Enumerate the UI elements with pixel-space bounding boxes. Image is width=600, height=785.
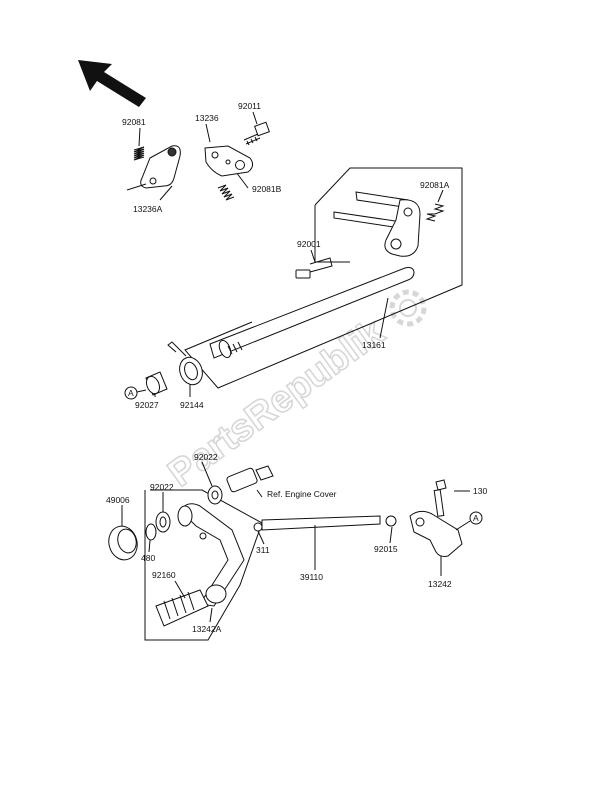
label-92160: 92160 [152, 570, 176, 580]
label-92081: 92081 [122, 117, 146, 127]
label-13161: 13161 [362, 340, 386, 350]
pedal-rubber-92160 [155, 584, 227, 627]
callout-a-upper-label: A [128, 388, 134, 398]
collar-92027 [145, 371, 168, 396]
cover-cap-49006 [108, 525, 138, 561]
direction-arrow-icon [78, 60, 146, 107]
label-92011: 92011 [238, 101, 261, 111]
label-92144: 92144 [180, 400, 204, 410]
upper-assembly-outline [184, 167, 463, 389]
part-labels: 92081 13236 92011 92081B 13236A 92081A 9… [106, 101, 487, 634]
label-92022-b: 92022 [150, 482, 174, 492]
label-92081a: 92081A [420, 180, 450, 190]
label-311: 311 [256, 545, 270, 555]
leader-lines-lower [121, 461, 470, 623]
circlip-480 [145, 523, 157, 541]
return-spring-92144 [167, 341, 203, 386]
shift-arm-13161 [333, 191, 421, 257]
label-92022-a: 92022 [194, 452, 218, 462]
label-130: 130 [473, 486, 487, 496]
shift-lever-13242 [409, 479, 463, 557]
callout-a-lower: A [455, 511, 483, 531]
label-49006: 49006 [106, 495, 130, 505]
bolt-92011 [243, 121, 270, 146]
callout-a-upper: A [124, 386, 147, 400]
label-92001: 92001 [297, 239, 321, 249]
spring-92081b [217, 184, 235, 201]
lower-assembly-outline [144, 489, 263, 641]
spring-92081a [425, 203, 445, 222]
bolt-92001 [295, 257, 333, 279]
watermark-gear-icon [389, 289, 427, 327]
pivot-bolt [226, 465, 274, 493]
callout-a-lower-label: A [473, 513, 479, 523]
washer-92022-a [155, 511, 171, 533]
label-480: 480 [141, 553, 155, 563]
washer-92022-b [207, 485, 223, 505]
spring-92081 [133, 146, 145, 161]
tie-rod-39110 [253, 515, 397, 532]
ref-engine-cover-label: Ref. Engine Cover [267, 489, 337, 499]
label-92027: 92027 [135, 400, 159, 410]
label-13236: 13236 [195, 113, 219, 123]
label-92015: 92015 [374, 544, 398, 554]
arm-plate-13236a [140, 145, 181, 189]
shaft-13161 [209, 267, 415, 359]
label-92081b: 92081B [252, 184, 282, 194]
label-39110: 39110 [300, 572, 323, 582]
label-13242: 13242 [428, 579, 452, 589]
label-13242a: 13242A [192, 624, 222, 634]
label-13236a: 13236A [133, 204, 163, 214]
shift-pedal-13242a [177, 503, 245, 607]
shift-plate-13236 [204, 145, 254, 177]
